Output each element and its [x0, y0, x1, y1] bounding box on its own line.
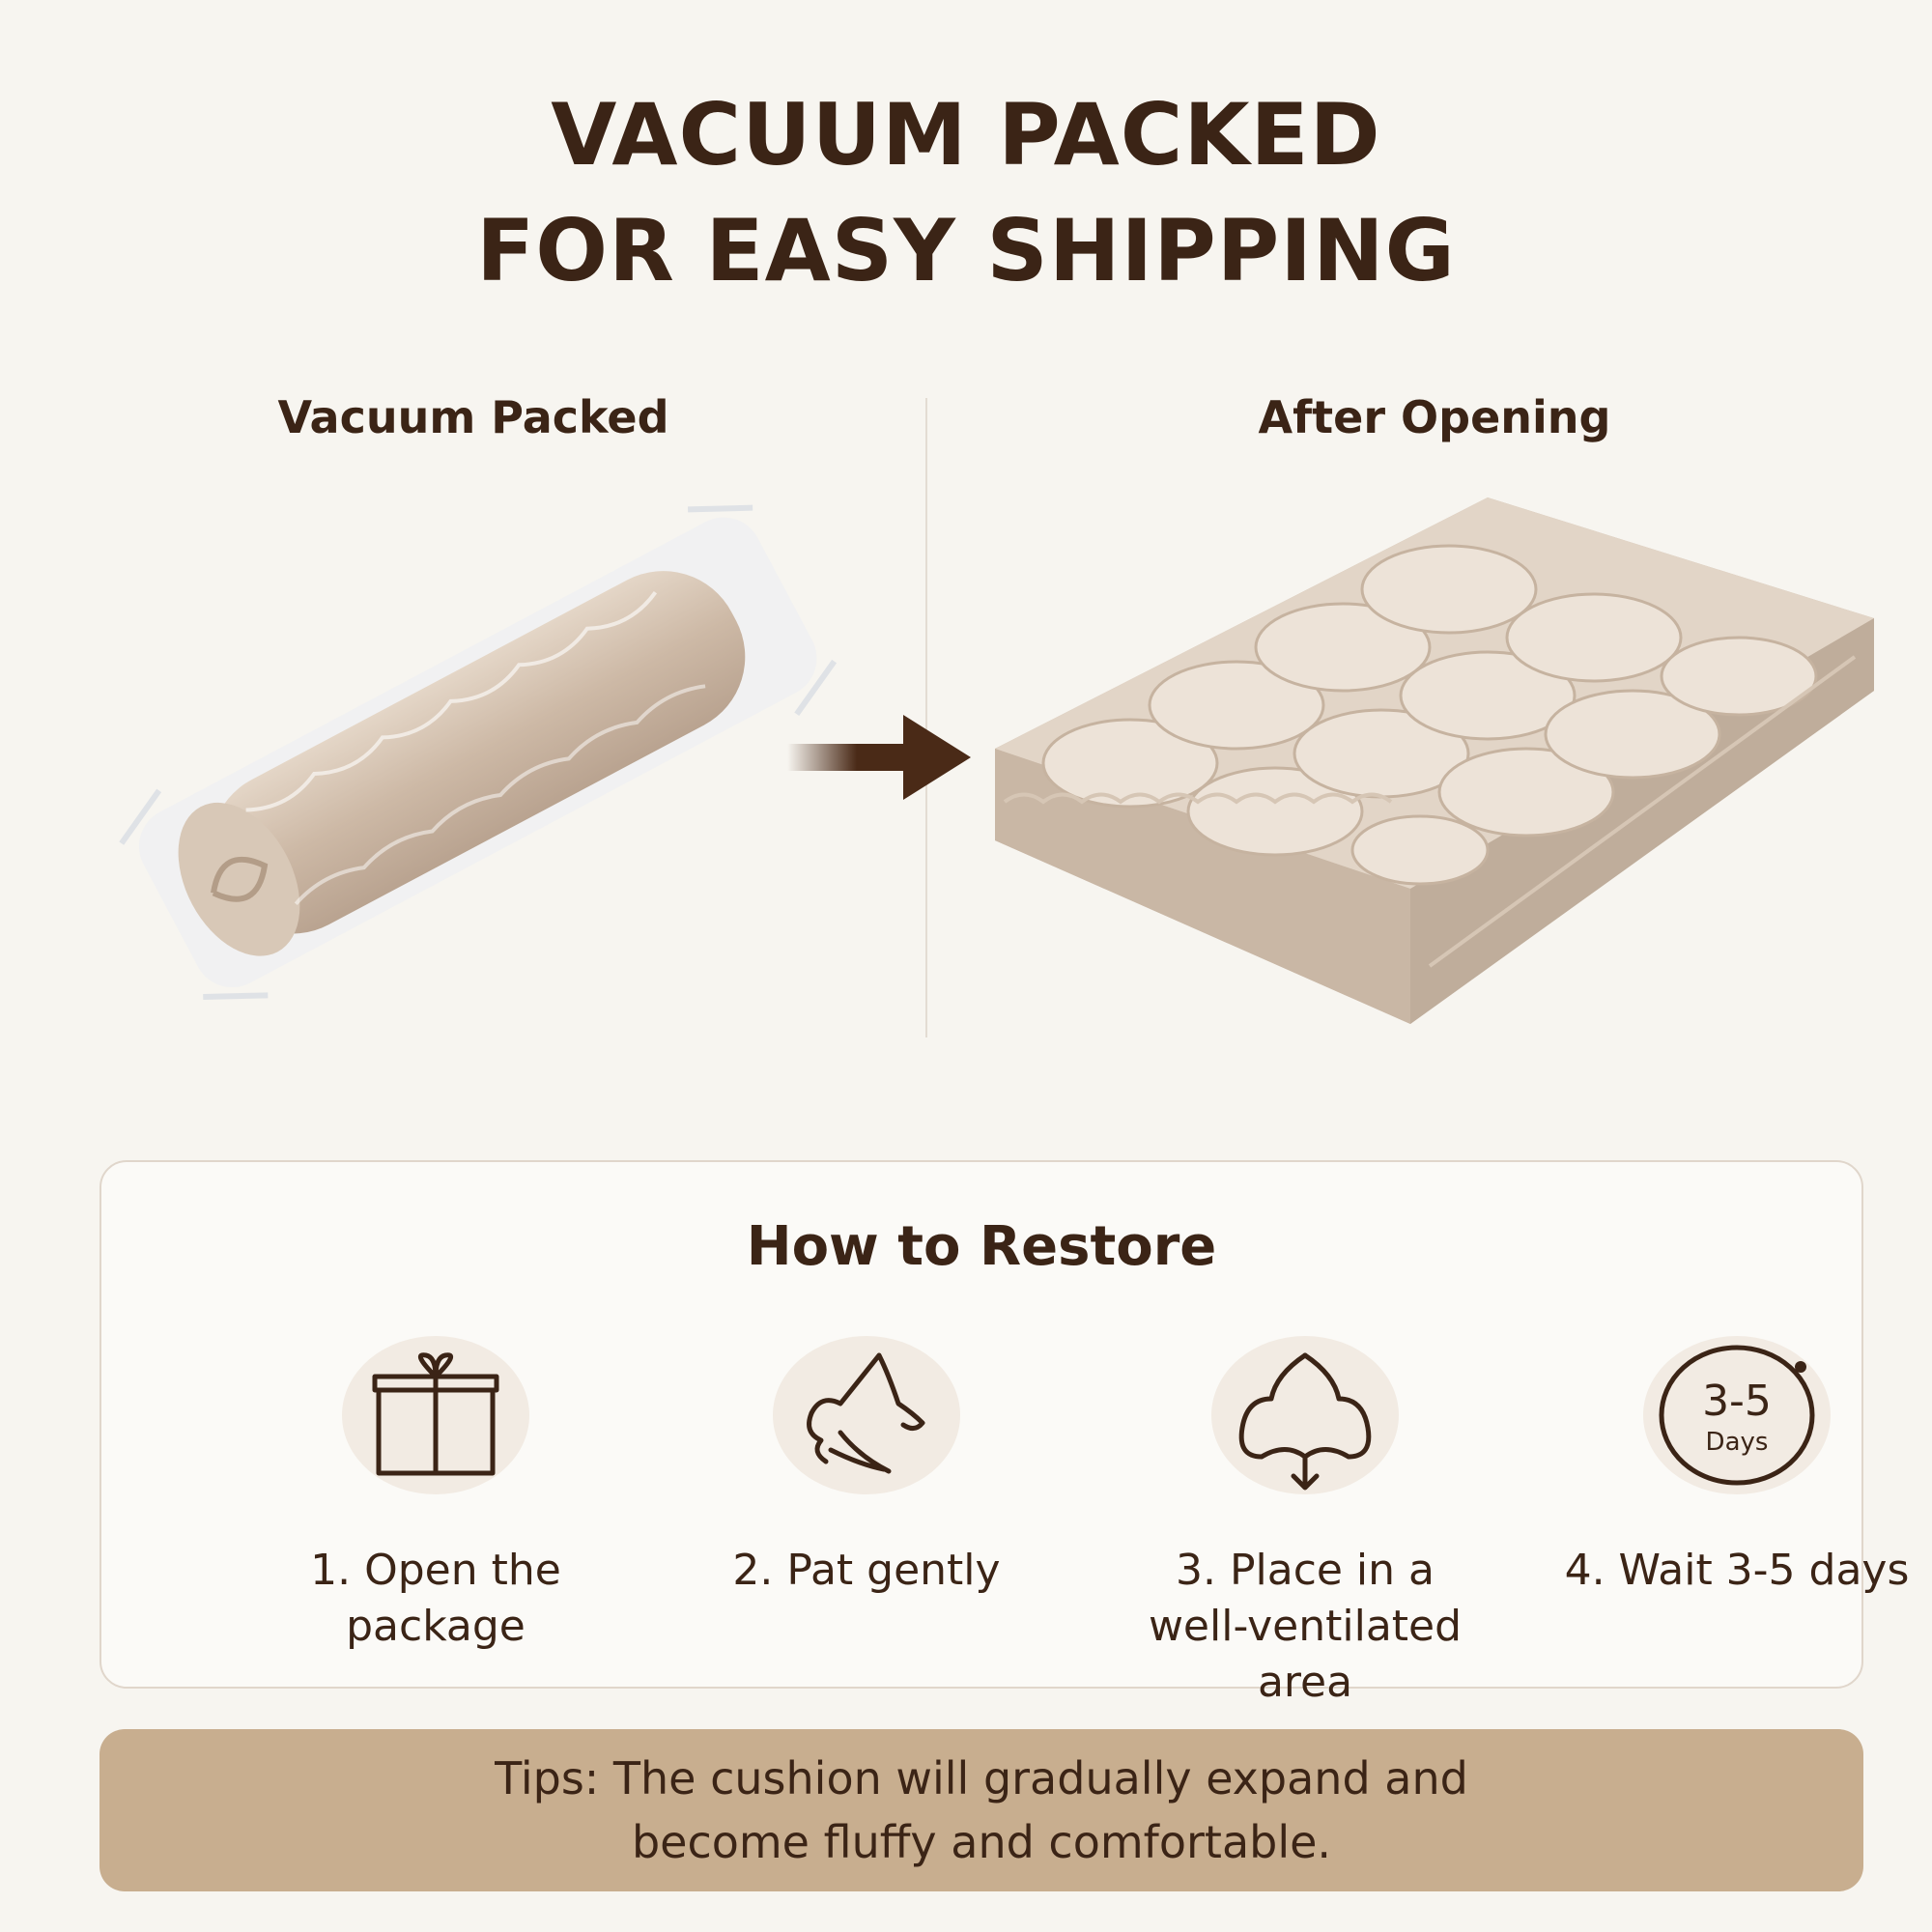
column-divider	[925, 398, 927, 1037]
transform-arrow-icon	[787, 715, 971, 800]
expanded-cushion-image	[995, 497, 1874, 1024]
tips-banner: Tips: The cushion will gradually expand …	[99, 1729, 1863, 1891]
title-line-2: FOR EASY SHIPPING	[476, 201, 1456, 300]
after-opening-label: After Opening	[1258, 391, 1611, 443]
step-wait-days: 3-5 Days 4. Wait 3-5 days	[1534, 1336, 1932, 1599]
badge-number: 3-5	[1702, 1377, 1772, 1426]
hand-pat-icon	[773, 1336, 960, 1494]
step-pat-gently: 2. Pat gently	[664, 1336, 1069, 1599]
step-2-line-1: 2. Pat gently	[732, 1546, 1001, 1595]
tips-line-1: Tips: The cushion will gradually expand …	[495, 1752, 1468, 1804]
step-4-line-1: 4. Wait 3-5 days	[1564, 1546, 1910, 1595]
vacuum-packed-label: Vacuum Packed	[277, 391, 669, 443]
step-1-line-2: package	[346, 1602, 526, 1651]
step-1-line-1: 1. Open the	[310, 1546, 561, 1595]
step-3-line-1: 3. Place in a	[1176, 1546, 1435, 1595]
how-to-restore-panel: How to Restore 1. Open the package	[99, 1160, 1909, 1707]
step-place-ventilated: 3. Place in a well-ventilated area	[1102, 1336, 1508, 1711]
restore-title: How to Restore	[746, 1215, 1217, 1278]
title-line-1: VACUUM PACKED	[551, 85, 1381, 185]
step-open-package: 1. Open the package	[233, 1336, 639, 1655]
rolled-cushion-image	[119, 504, 838, 1000]
badge-unit: Days	[1706, 1428, 1769, 1457]
page-title: VACUUM PACKED FOR EASY SHIPPING	[0, 77, 1932, 309]
step-3-line-2: well-ventilated area	[1148, 1602, 1463, 1707]
cotton-icon	[1211, 1336, 1399, 1494]
tips-line-2: become fluffy and comfortable.	[631, 1816, 1332, 1868]
clock-icon: 3-5 Days	[1643, 1336, 1831, 1494]
box-icon	[342, 1336, 529, 1494]
